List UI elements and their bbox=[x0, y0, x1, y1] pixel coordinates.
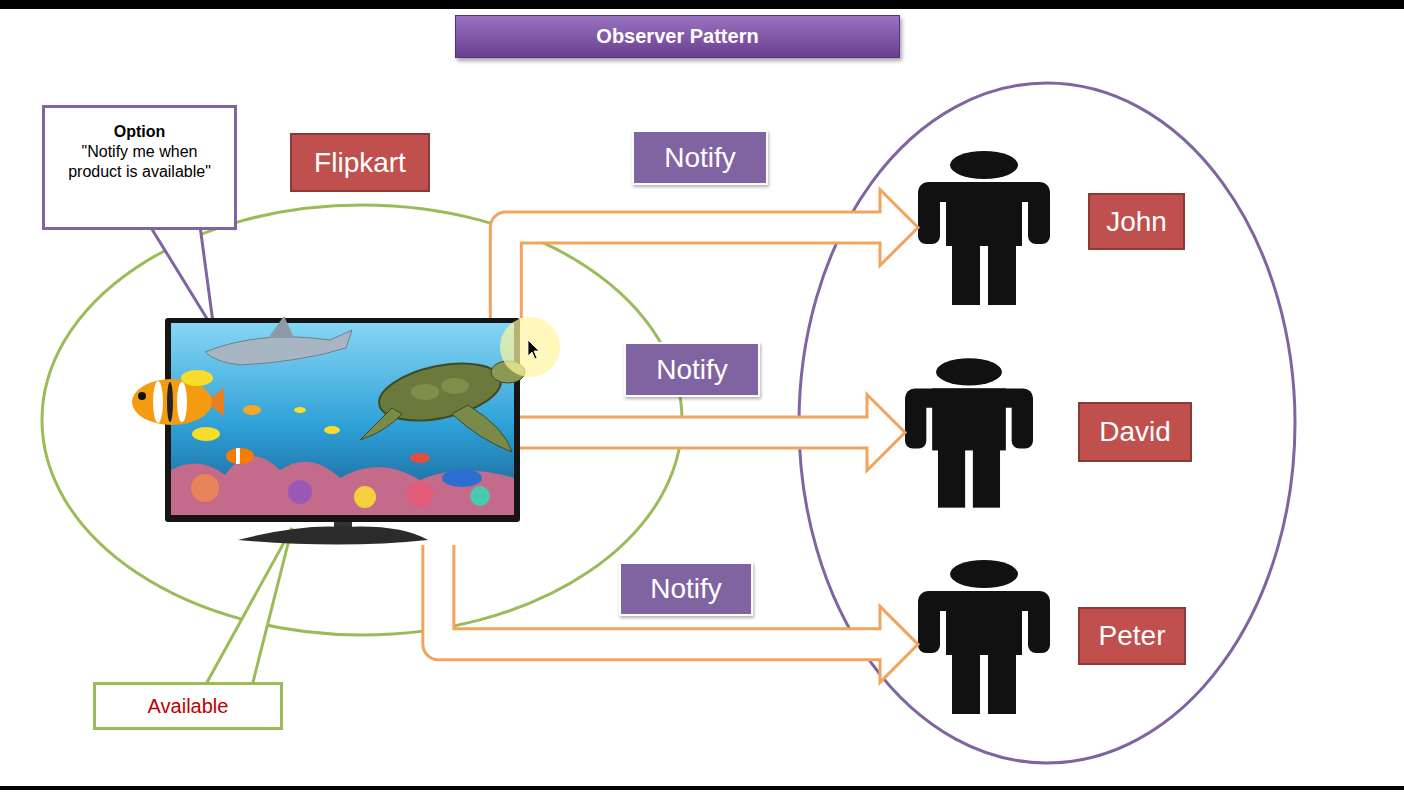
callout-text: "Notify me when product is available" bbox=[53, 142, 226, 182]
observer-node: John bbox=[918, 150, 1190, 305]
tv-illustration bbox=[132, 316, 525, 545]
notify-arrow-group bbox=[506, 190, 918, 319]
notify-label: Notify bbox=[632, 130, 768, 185]
notify-label: Notify bbox=[624, 342, 760, 397]
observer-name: John bbox=[1088, 193, 1185, 250]
store-label: Flipkart bbox=[290, 133, 430, 192]
arrow-head bbox=[880, 190, 918, 266]
bottom-border bbox=[0, 786, 1404, 790]
arrow-fill bbox=[520, 419, 871, 447]
observer-node: Peter bbox=[918, 558, 1186, 715]
person-icon bbox=[905, 358, 1033, 507]
top-border bbox=[0, 0, 1404, 9]
status-pointer bbox=[205, 528, 292, 686]
callout-box: Option"Notify me when product is availab… bbox=[42, 105, 237, 230]
title-bar: Observer Pattern bbox=[455, 15, 900, 58]
person-icon bbox=[918, 560, 1050, 714]
product-node: Flipkart bbox=[165, 318, 520, 545]
notify-arrow-group bbox=[438, 545, 918, 682]
status-label: Available bbox=[148, 695, 229, 718]
status-box: Available bbox=[93, 682, 283, 730]
person-icon bbox=[918, 151, 1050, 305]
callout-heading: Option bbox=[53, 122, 226, 142]
mouse-cursor bbox=[528, 340, 539, 359]
arrow-head bbox=[880, 606, 918, 682]
arrow-head bbox=[867, 395, 905, 471]
observer-name: David bbox=[1078, 402, 1192, 462]
notify-arrow bbox=[438, 545, 880, 644]
observer-node: David bbox=[905, 355, 1192, 510]
callout-pointer bbox=[150, 226, 214, 330]
notify-arrow-group bbox=[520, 395, 905, 471]
notify-label: Notify bbox=[619, 562, 753, 616]
cursor-highlight bbox=[500, 317, 560, 377]
arrow-fill bbox=[438, 545, 884, 644]
observer-name: Peter bbox=[1078, 607, 1186, 665]
arrow-fill bbox=[506, 228, 884, 319]
